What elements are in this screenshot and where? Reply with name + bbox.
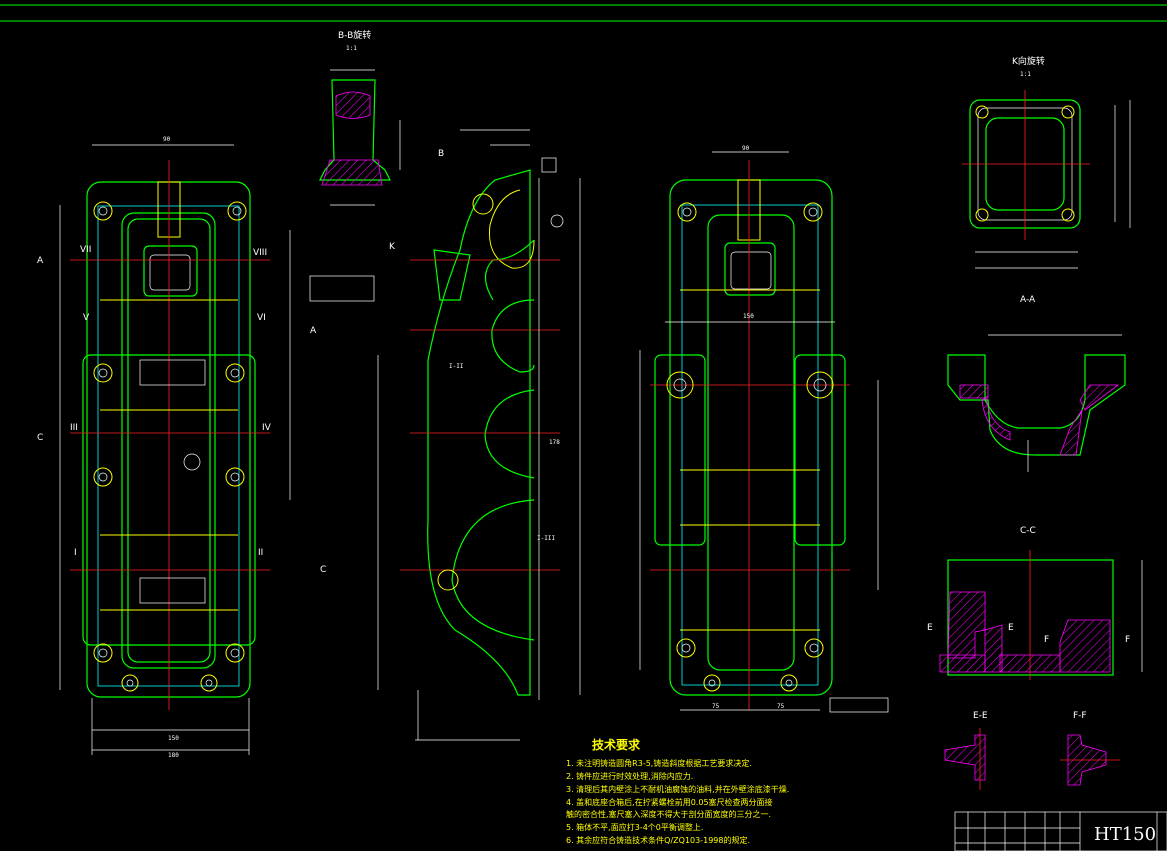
svg-text:90: 90 xyxy=(742,145,750,152)
section-mark-k: K xyxy=(389,242,396,252)
section-mark-e-right: E xyxy=(1008,623,1014,633)
cc-view-title: C-C xyxy=(1020,526,1036,536)
roman-mark-vi: VI xyxy=(257,313,266,323)
right-bottom-view: 150 90 75 75 xyxy=(639,145,889,713)
note-line-3: 3. 清理后其内壁涂上不耐机油腐蚀的油料,并在外壁涂底漆干燥. xyxy=(566,784,789,794)
middle-front-view: 178 xyxy=(377,129,581,741)
section-mark-e-left: E xyxy=(927,623,933,633)
aa-section-view xyxy=(947,334,1126,472)
svg-text:180: 180 xyxy=(168,752,179,759)
title-block: HT150 xyxy=(954,811,1167,851)
bb-view-scale: 1:1 xyxy=(346,45,357,52)
ff-section-view xyxy=(1060,734,1120,786)
svg-text:90: 90 xyxy=(163,136,171,143)
note-line-1: 1. 未注明铸造圆角R3-5,铸造斜度根据工艺要求决定. xyxy=(566,758,752,768)
section-mark-c-right: C xyxy=(320,565,326,575)
material-label: HT150 xyxy=(1094,824,1156,845)
note-line-6: 5. 箱体不平,面应打3-4个0平衡调整上. xyxy=(566,822,703,832)
bb-view-title: B-B旋转 xyxy=(338,29,371,41)
bb-section-view xyxy=(319,69,401,206)
svg-text:75: 75 xyxy=(712,703,720,710)
roman-mark-i: I xyxy=(74,548,77,558)
section-mark-c-left: C xyxy=(37,433,43,443)
k-view-scale: 1:1 xyxy=(1020,71,1031,78)
ee-section-view xyxy=(944,728,986,790)
section-mark-a-left: A xyxy=(37,256,44,266)
roman-mark-iv: IV xyxy=(262,423,272,433)
note-line-4: 4. 盖和底座合箱后,在拧紧螺栓前用0.05塞尺检查两分面接 xyxy=(566,797,773,807)
svg-text:150: 150 xyxy=(168,735,179,742)
section-mark-b: B xyxy=(438,149,444,159)
roman-mark-i-ii: I-II xyxy=(449,363,464,370)
k-view-title: K向旋转 xyxy=(1012,55,1045,67)
ff-view-title: F-F xyxy=(1073,711,1087,721)
svg-text:150: 150 xyxy=(743,313,754,320)
note-line-7: 6. 其余应符合铸造技术条件Q/ZQ103-1998的规定. xyxy=(566,835,750,845)
roman-mark-iii: III xyxy=(70,423,78,433)
k-direction-view xyxy=(962,90,1131,269)
roman-mark-i-iii: I-III xyxy=(537,535,555,542)
roman-mark-viii: VIII xyxy=(253,248,267,258)
note-line-2: 2. 铸件应进行时效处理,消除内应力. xyxy=(566,771,693,781)
roman-mark-vii: VII xyxy=(80,245,91,255)
technical-notes: 技术要求 1. 未注明铸造圆角R3-5,铸造斜度根据工艺要求决定. 2. 铸件应… xyxy=(566,737,789,845)
aa-view-title: A-A xyxy=(1020,295,1036,305)
left-top-view: 150 180 90 xyxy=(59,136,375,759)
ee-view-title: E-E xyxy=(973,711,988,721)
section-mark-f-left: F xyxy=(1044,635,1049,645)
svg-text:75: 75 xyxy=(777,703,785,710)
section-mark-a-right: A xyxy=(310,326,317,336)
technical-notes-title: 技术要求 xyxy=(592,737,641,752)
svg-text:178: 178 xyxy=(549,439,560,446)
section-mark-f-right: F xyxy=(1125,635,1130,645)
drawing-border xyxy=(0,4,1167,22)
roman-mark-v: V xyxy=(83,313,90,323)
cc-section-view xyxy=(939,550,1143,680)
note-line-5: 触的密合性,塞尺塞入深度不得大于剖分面宽度的三分之一. xyxy=(566,809,771,819)
roman-mark-ii: II xyxy=(258,548,263,558)
